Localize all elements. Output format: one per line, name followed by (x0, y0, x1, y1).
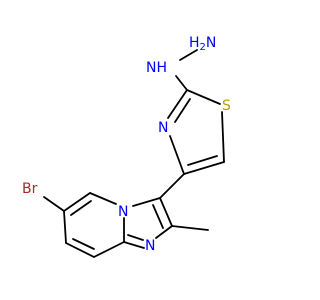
atom-hydrazine-nh2: H2N (189, 35, 216, 53)
bond-c5-c4-double (187, 155, 218, 166)
bond-c6p-br (43, 196, 65, 212)
bond-n4-c3 (132, 197, 161, 207)
bond-c4-c3 (159, 173, 185, 199)
bond-c5p-c6p-double (70, 200, 92, 216)
bond-c4-n3 (169, 135, 185, 175)
label-bridgehead-n: N (118, 204, 128, 220)
bond-c2i-n1 (155, 225, 173, 239)
bond-n1-c8a (123, 241, 145, 249)
label-imidazole-n: N (145, 238, 155, 254)
bond-c2-s (186, 89, 221, 105)
molecule-structure: H2N NH S N N N Br (22, 35, 231, 258)
label-thiazole-n: N (158, 120, 168, 136)
bond-methyl (171, 225, 209, 231)
bond-c5p-c6p (63, 192, 91, 212)
bond-nh2-nh (179, 49, 198, 61)
atom-bromine: Br (22, 181, 38, 197)
label-s: S (222, 98, 231, 114)
label-nh2: H2N (189, 35, 216, 53)
atom-thiazole-n: N (158, 120, 168, 136)
atom-hydrazine-nh: NH (146, 60, 167, 76)
bond-n3-c2 (167, 89, 188, 119)
bond-n4-c5p (89, 192, 117, 205)
label-nh: NH (146, 60, 167, 76)
bond-c6p-c7p (63, 210, 67, 244)
atom-imidazole-n: N (145, 238, 155, 254)
bond-n3-c2-double (174, 98, 191, 123)
bond-c3-c2i-double (152, 204, 164, 229)
atom-labels: H2N NH S N N N Br (22, 35, 231, 254)
bond-n1-c8a-double (127, 234, 144, 241)
bond-s-c5 (221, 111, 225, 163)
bond-c7p-c8p (65, 242, 95, 258)
atom-bridgehead-n: N (118, 204, 128, 220)
bonds (43, 49, 225, 258)
bond-nh-c2 (175, 75, 188, 91)
bond-c7p-c8p-double (72, 238, 95, 250)
atom-thiazole-s: S (222, 98, 231, 114)
label-br: Br (22, 181, 38, 197)
bond-c5-c4 (183, 161, 225, 175)
bond-c8p-c8a (93, 241, 125, 258)
bond-c3-c2i (159, 197, 173, 227)
